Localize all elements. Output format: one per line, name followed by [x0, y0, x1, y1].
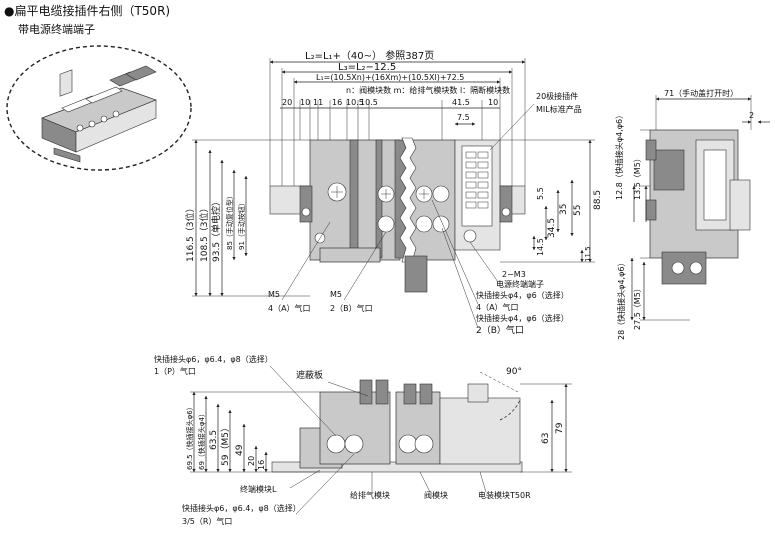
right-vertical-dims: 88.5 55 35 5.5 34.5 14.5 11.5	[500, 139, 603, 263]
product-photo-sketch	[6, 45, 192, 171]
dim-10-5a: 10.5	[346, 98, 364, 107]
dim-l3: L₃=L₂−12.5	[338, 62, 396, 73]
top-left-m5: M5	[268, 290, 280, 299]
qc-1-label: 快插接头φ4，φ6（选择）	[476, 290, 569, 300]
top-callouts: 20极接插件 MIL标准产品 2−M3 电源终端端子 M5 4（A）气口 M5 …	[268, 91, 582, 336]
elec-block-label: 电装模块T50R	[478, 490, 531, 500]
valve-block-label: 阀模块	[424, 490, 448, 500]
manifold-top-view	[269, 137, 526, 293]
dim-71: 71（手动盖打开时）	[664, 88, 738, 98]
dim-79: 79	[555, 422, 565, 434]
ground-terminal-label: 电源终端端子	[496, 279, 544, 289]
dim-116-5: 116.5（3位）	[184, 204, 196, 263]
dim-10-right: 10	[488, 98, 498, 107]
dim-55: 55	[573, 205, 583, 216]
port-4a-label: 4（A）气口	[476, 302, 519, 312]
dim-16: 16	[332, 98, 342, 107]
bot-1p-label: 1（P）气口	[154, 366, 196, 376]
dim-7-5: 7.5	[457, 113, 470, 122]
top-left-4a: 4（A）气口	[268, 303, 311, 313]
page-subtitle: 带电源终端端子	[18, 23, 95, 36]
dim-l2: L₂=L₁+（40~） 参照387页	[305, 49, 434, 62]
dim-91: 91（手动按钮）	[237, 199, 246, 250]
dim-11-5: 11.5	[584, 246, 592, 262]
bottom-view: 90° 69.5（快插接头φ6） 69（快插接头φ4） 63.5 59（M5） …	[185, 367, 572, 473]
dim-20: 20	[282, 98, 292, 107]
shield-label: 遮蔽板	[296, 369, 323, 381]
dim-85: 85（手动复位型）	[225, 192, 234, 250]
qc-2-label: 快插接头φ4，φ6（选择）	[476, 313, 569, 323]
dim-34-5: 34.5	[547, 218, 557, 238]
dim-69: 69（快插接头φ4）	[197, 410, 206, 470]
dim-16b: 16	[257, 460, 266, 470]
dim-12-8: 12.8（快插接头φ4,φ6）	[614, 111, 624, 200]
dim-10-5b: 10.5	[360, 98, 378, 107]
dim-108-5: 108.5（3位）	[198, 204, 210, 263]
left-vertical-dims: 116.5（3位） 108.5（3位） 93.5（单电控） 85（手动复位型） …	[184, 139, 310, 297]
dim-69-5: 69.5（快插接头φ6）	[185, 403, 194, 470]
port-2b-label: 2（B）气口	[476, 324, 524, 336]
dim-l1-legend: n：阀模块数 m：给排气模块数 l：隔断模块数	[346, 85, 510, 95]
dim-10: 10	[300, 98, 310, 107]
dim-20b: 20	[247, 456, 256, 466]
connector-label: 20极接插件	[536, 91, 578, 101]
dim-13-5: 13.5（M5）	[633, 154, 642, 200]
dim-49: 49	[235, 444, 245, 456]
dim-59: 59（M5）	[220, 423, 231, 466]
dim-63-5: 63.5	[209, 430, 219, 450]
dim-l1: L₁=(10.5Xn)+(16Xm)+(10.5Xl)+72.5	[316, 73, 464, 82]
dim-88-5: 88.5	[593, 190, 603, 210]
side-view: 71（手动盖打开时） 2 12.8（快插接头φ4,φ6） 13.5（M5） 28…	[614, 88, 770, 340]
dim-28: 28（快插接头φ4,φ6）	[616, 259, 626, 340]
dim-41-5: 41.5	[452, 98, 470, 107]
bot-qc-bottom-label: 快插接头φ6，φ6.4，φ8（选择）	[182, 503, 301, 513]
dim-93-5-single: 93.5（单电控）	[210, 197, 222, 262]
dim-14-5: 14.5	[536, 238, 545, 256]
dim-35: 35	[559, 204, 569, 215]
top-dimension-lines: L₂=L₁+（40~） 参照387页 L₃=L₂−12.5 L₁=(10.5Xn…	[269, 49, 526, 186]
dim-2: 2	[749, 111, 754, 120]
dim-5-5: 5.5	[536, 187, 545, 200]
dim-63: 63	[541, 433, 551, 444]
angle-90: 90°	[506, 367, 522, 377]
end-block-label: 终端模块L	[240, 484, 277, 494]
dim-27-5: 27.5（M5）	[633, 284, 642, 330]
top-mid-2b: 2（B）气口	[330, 303, 373, 313]
dim-11: 11	[313, 98, 323, 107]
supply-block-label: 给排气模块	[350, 490, 390, 500]
bot-35r-label: 3/5（R）气口	[182, 516, 232, 526]
m3-label: 2−M3	[502, 270, 526, 279]
bot-qc-top-label: 快插接头φ6，φ6.4，φ8（选择）	[154, 354, 273, 364]
top-mid-m5: M5	[330, 290, 342, 299]
mil-label: MIL标准产品	[536, 104, 582, 114]
page-title: ●扁平电缆接插件右侧（T50R)	[4, 4, 171, 18]
bottom-callouts: 快插接头φ6，φ6.4，φ8（选择） 1（P）气口 遮蔽板 终端模块L 给排气模…	[154, 354, 531, 526]
